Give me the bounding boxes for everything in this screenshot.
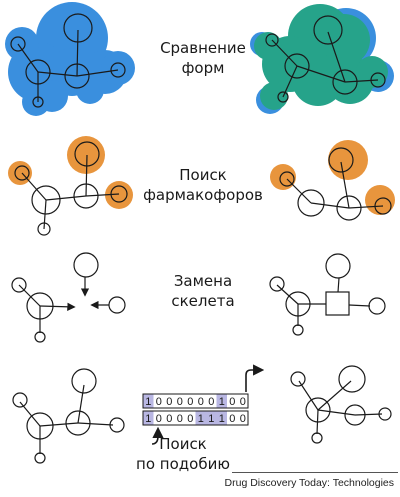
shape-blob-teal xyxy=(254,4,388,110)
fingerprint-bit-highlight xyxy=(216,394,227,408)
fingerprint-bit: 0 xyxy=(208,396,214,408)
label-shape-comparison: Сравнение форм xyxy=(148,38,258,78)
label-similarity-search: Поиск по подобию xyxy=(128,434,238,474)
fingerprint-bit: 0 xyxy=(240,396,246,408)
label-shape-comparison-line1: Сравнение xyxy=(160,39,246,57)
label-scaffold-replacement: Замена скелета xyxy=(148,271,258,311)
fingerprint-bit: 0 xyxy=(198,396,204,408)
shape-molecule-right xyxy=(250,4,394,114)
fingerprint-bit-highlight xyxy=(143,394,154,408)
fingerprint-bit: 0 xyxy=(240,413,246,425)
label-shape-comparison-line2: форм xyxy=(181,59,225,77)
fingerprint-bit-highlight xyxy=(216,411,227,425)
fingerprint-bit: 1 xyxy=(145,396,151,408)
replacement-scaffold-square xyxy=(325,291,350,316)
fingerprint-bit: 0 xyxy=(177,413,183,425)
fingerprint-frame xyxy=(142,393,249,409)
fingerprint-bit: 0 xyxy=(156,413,162,425)
fingerprint-bit: 0 xyxy=(177,396,183,408)
footer-divider xyxy=(232,472,398,473)
fingerprint-bit-highlight xyxy=(195,411,206,425)
fingerprint-frame xyxy=(142,410,249,426)
arrow-up-right xyxy=(245,364,265,392)
pharmacophore-molecule-right xyxy=(270,140,395,221)
shape-blob-blue xyxy=(5,2,135,116)
shape-molecule-left xyxy=(5,2,135,116)
fingerprint-bit: 0 xyxy=(229,413,235,425)
similarity-molecule-left xyxy=(12,368,125,464)
label-pharmacophore-line1: Поиск xyxy=(179,166,227,184)
fingerprint-bit: 0 xyxy=(187,413,193,425)
label-pharmacophore-line2: фармакофоров xyxy=(143,186,263,204)
similarity-molecule-right xyxy=(290,365,392,444)
fingerprint-bit: 0 xyxy=(166,413,172,425)
fingerprint-bit: 1 xyxy=(198,413,204,425)
footer-source: Drug Discovery Today: Technologies xyxy=(224,477,394,489)
fingerprint-bit: 0 xyxy=(156,396,162,408)
label-pharmacophore-search: Поиск фармакофоров xyxy=(138,165,268,205)
fingerprint-bit: 1 xyxy=(208,413,214,425)
fingerprint-bit-highlight xyxy=(206,411,217,425)
fingerprint-bit: 1 xyxy=(145,413,151,425)
pharmacophore-molecule-left xyxy=(8,136,133,236)
scaffold-fragments-left xyxy=(11,252,126,343)
fingerprint-bit: 0 xyxy=(166,396,172,408)
pharmacophore-features-right xyxy=(270,140,395,215)
label-scaffold-line1: Замена xyxy=(173,272,233,290)
fingerprint-bit: 1 xyxy=(219,396,225,408)
fingerprint-bit: 0 xyxy=(187,396,193,408)
fingerprint-bit: 0 xyxy=(229,396,235,408)
label-scaffold-line2: скелета xyxy=(171,292,235,310)
fingerprint-bit: 1 xyxy=(219,413,225,425)
label-similarity-line1: Поиск xyxy=(159,435,207,453)
scaffold-molecule-right xyxy=(269,253,386,336)
arrow-up-from-label xyxy=(151,426,164,445)
label-similarity-line2: по подобию xyxy=(136,455,230,473)
fingerprint-bit-highlight xyxy=(143,411,154,425)
